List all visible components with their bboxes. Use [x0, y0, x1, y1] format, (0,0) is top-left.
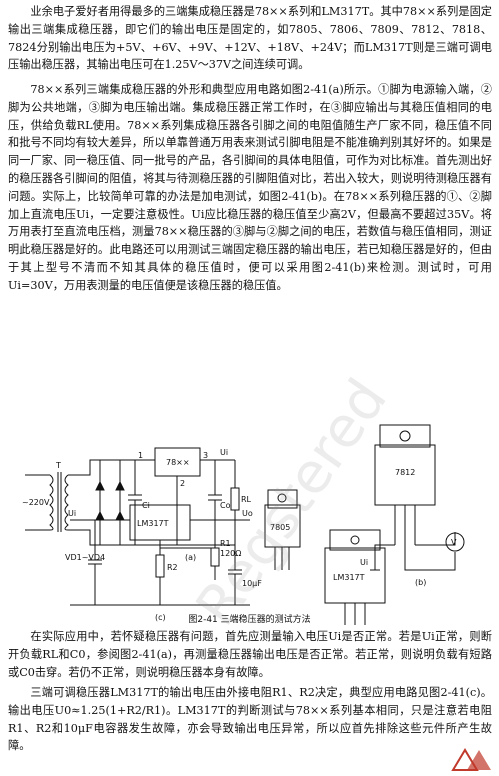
label-ui-a: Ui [220, 448, 228, 457]
label-sub-c: (c) [155, 613, 166, 622]
paragraph-troubleshoot: 在实际应用中，若怀疑稳压器有问题，首先应测量输入电压Ui是否正常。若是Ui正常，… [8, 628, 492, 681]
label-pin2: 2 [180, 479, 185, 488]
label-sub-a: (a) [185, 553, 196, 562]
label-pkg-a: 7805 [270, 523, 290, 532]
paragraph-troubleshoot-text: 在实际应用中，若怀疑稳压器有问题，首先应测量输入电压Ui是否正常。若是Ui正常，… [8, 630, 492, 679]
figure-2-41: ~220V T VD1~VD4 78×× Ui Ci Co RL 7805 (a… [20, 420, 490, 625]
label-ac: ~220V [22, 498, 50, 507]
label-pkg-c: LM317T [333, 573, 365, 582]
site-logo-icon [451, 748, 491, 771]
label-pin3: 3 [203, 451, 208, 460]
label-reg-c: LM317T [137, 519, 169, 528]
paragraph-intro-text: 业余电子爱好者用得最多的三端集成稳压器是78××系列和LM317T。其中78××… [8, 5, 492, 72]
paragraph-78xx: 78××系列三端集成稳压器的外形和典型应用电路如图2-41(a)所示。①脚为电源… [8, 81, 492, 295]
label-pkg-b: 7812 [395, 468, 415, 477]
label-rl: RL [241, 495, 252, 504]
label-r2: R2 [167, 563, 178, 572]
label-t: T [55, 461, 61, 470]
paragraph-78xx-text: 78××系列三端集成稳压器的外形和典型应用电路如图2-41(a)所示。①脚为电源… [8, 83, 492, 292]
label-uo-c: Uo [242, 509, 253, 518]
paragraph-intro: 业余电子爱好者用得最多的三端集成稳压器是78××系列和LM317T。其中78××… [8, 3, 492, 74]
label-ui-c: Ui [68, 509, 76, 518]
label-c10: 10μF [242, 579, 262, 588]
label-co: Co [220, 501, 231, 510]
label-ui-b: Ui [360, 558, 368, 567]
label-bridge: VD1~VD4 [65, 553, 105, 562]
label-reg-a: 78×× [166, 458, 190, 467]
figure-caption: 图2-41 三端稳压器的测试方法 [188, 615, 311, 625]
paragraph-lm317t: 三端可调稳压器LM317T的输出电压由外接电阻R1、R2决定，典型应用电路见图2… [8, 684, 492, 755]
label-sub-b: (b) [415, 578, 426, 587]
paragraph-lm317t-text: 三端可调稳压器LM317T的输出电压由外接电阻R1、R2决定，典型应用电路见图2… [8, 686, 492, 753]
label-v: V [451, 538, 457, 547]
label-r1: R1 [220, 539, 231, 548]
label-pin1: 1 [138, 451, 143, 460]
circuit-diagrams: ~220V T VD1~VD4 78×× Ui Ci Co RL 7805 (a… [22, 424, 465, 625]
label-r1-value: 120Ω [220, 549, 241, 558]
label-ci: Ci [142, 501, 150, 510]
